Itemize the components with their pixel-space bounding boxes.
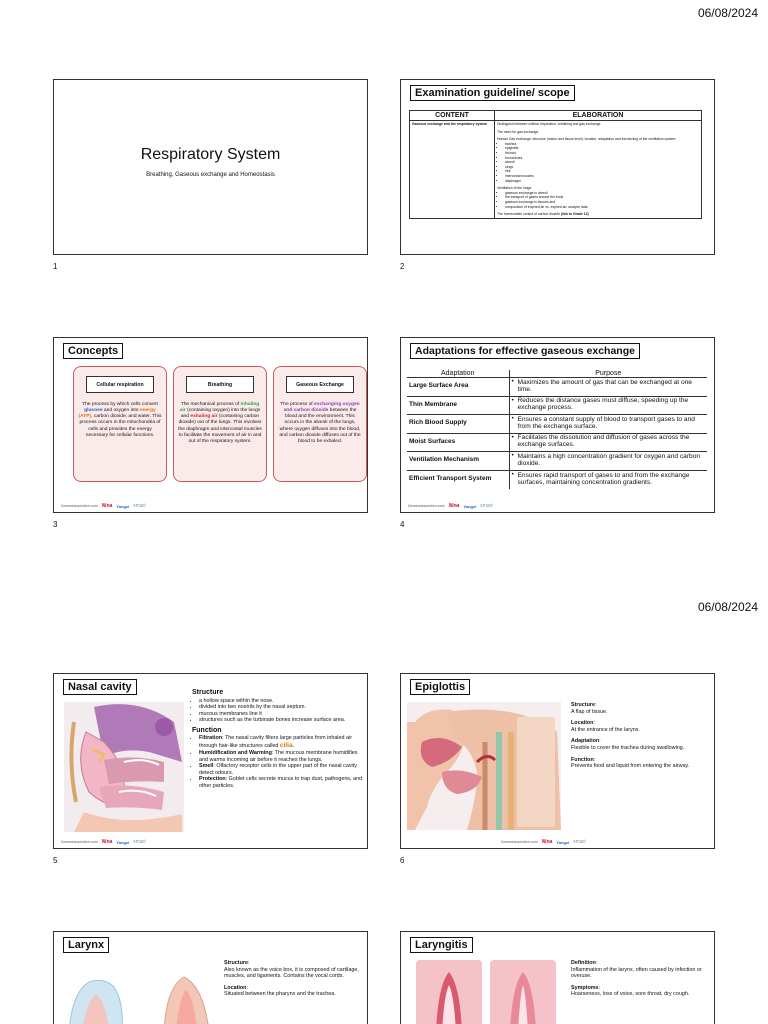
slide-number-6: 6 bbox=[400, 856, 405, 865]
slide-3: Concepts Cellular respiration The proces… bbox=[53, 337, 368, 513]
exam-guideline-table: CONTENT ELABORATION Gaseous exchange and… bbox=[409, 110, 702, 219]
laryngitis-text: Definition:Inflammation of the larynx, o… bbox=[571, 960, 702, 998]
list-item: gaseous exchange in tissues and bbox=[505, 200, 699, 205]
slide-heading: Examination guideline/ scope bbox=[410, 85, 575, 101]
page-date-2: 06/08/2024 bbox=[697, 600, 758, 614]
list-item: composition of inspired air vs. expired … bbox=[505, 205, 699, 210]
slide-number-4: 4 bbox=[400, 520, 405, 529]
table-row: Thin MembraneReduces the distance gases … bbox=[407, 395, 707, 415]
column-header-purpose: Purpose bbox=[509, 370, 707, 378]
larynx-text: Structure:Also known as the voice box, i… bbox=[224, 960, 359, 998]
slide-heading: Epiglottis bbox=[410, 679, 471, 695]
slide-7: Larynx Structure:Also known as the voice… bbox=[53, 931, 368, 1024]
table-row: Rich Blood SupplyEnsures a constant supp… bbox=[407, 414, 707, 433]
table-row: Ventilation MechanismMaintains a high co… bbox=[407, 451, 707, 470]
concept-title: Breathing bbox=[186, 376, 254, 393]
slide-heading: Nasal cavity bbox=[63, 679, 137, 695]
function-list: Filtration: The nasal cavity filters lar… bbox=[192, 735, 362, 789]
list-item: the transport of gases around the body bbox=[505, 195, 699, 200]
slide-subtitle: Breathing, Gaseous exchange and Homeosta… bbox=[146, 172, 275, 178]
slide-5: Nasal cavity Structure a hollow space wi… bbox=[53, 673, 368, 849]
slide-heading: Larynx bbox=[63, 937, 110, 953]
elab-intro: Distinguish between cellular respiration… bbox=[497, 122, 601, 126]
list-item: ribs bbox=[505, 169, 699, 174]
concept-body: The mechanical process of inhaling air (… bbox=[178, 402, 262, 444]
elab-need: The need for gas exchange bbox=[497, 129, 539, 134]
list-item: structures such as the turbinate bones i… bbox=[199, 717, 362, 724]
content-cell: Gaseous exchange and the respiratory sys… bbox=[409, 120, 495, 219]
larynx-illustration bbox=[64, 972, 214, 1024]
slide-heading: Laryngitis bbox=[410, 937, 473, 953]
elab-homeostatic: The homeostatic control of carbon dioxid… bbox=[497, 212, 589, 217]
slide-number-3: 3 bbox=[53, 520, 58, 529]
concept-body: The process of exchanging oxygen and car… bbox=[279, 402, 361, 444]
concept-box-breathing: Breathing The mechanical process of inha… bbox=[173, 366, 267, 482]
nasal-cavity-illustration bbox=[64, 702, 184, 832]
nasal-cavity-text: Structure a hollow space within the nose… bbox=[192, 689, 362, 790]
list-item: gaseous exchange in alveoli bbox=[505, 191, 699, 196]
list-item: Smell: Olfactory receptor cells in the u… bbox=[199, 763, 362, 776]
list-item: Humidification and Warming: The mucous m… bbox=[199, 750, 362, 763]
list-item: diaphragm bbox=[505, 179, 699, 184]
list-item: mucous membranes line it bbox=[199, 711, 362, 718]
slide-1: Respiratory System Breathing, Gaseous ex… bbox=[53, 79, 368, 255]
concept-box-cellular-respiration: Cellular respiration The process by whic… bbox=[73, 366, 167, 482]
epiglottis-text: Structure:A flap of tissue. Location:At … bbox=[571, 702, 690, 770]
elab-ventilation: Ventilation of the lungs: bbox=[497, 186, 533, 191]
slide-heading: Concepts bbox=[63, 343, 124, 359]
slide-number-2: 2 bbox=[400, 262, 405, 271]
ventilation-list: gaseous exchange in alveoli the transpor… bbox=[497, 191, 699, 209]
epiglottis-illustration bbox=[407, 702, 561, 830]
table-row: Efficient Transport SystemEnsures rapid … bbox=[407, 469, 707, 489]
table-row: Moist SurfacesFacilitates the dissolutio… bbox=[407, 432, 707, 452]
concept-title: Cellular respiration bbox=[86, 376, 154, 393]
slide-2: Examination guideline/ scope CONTENT ELA… bbox=[400, 79, 715, 255]
page-date: 06/08/2024 bbox=[697, 6, 758, 20]
column-header-content: CONTENT bbox=[409, 110, 495, 121]
slide-heading: Adaptations for effective gaseous exchan… bbox=[410, 343, 640, 359]
slide-8: Laryngitis Definition:Inflammation of th… bbox=[400, 931, 715, 1024]
structure-heading: Structure bbox=[192, 689, 224, 696]
slide-number-1: 1 bbox=[53, 262, 58, 271]
structure-list: trachea epiglottis bronchi bronchioles a… bbox=[497, 142, 699, 183]
function-heading: Function bbox=[192, 726, 222, 734]
list-item: bronchioles bbox=[505, 156, 699, 161]
table-row: Large Surface AreaMaximizes the amount o… bbox=[407, 377, 707, 396]
concept-body: The process by which cells convert gluco… bbox=[78, 402, 162, 438]
column-header-elaboration: ELABORATION bbox=[494, 110, 702, 121]
concept-box-gaseous-exchange: Gaseous Exchange The process of exchangi… bbox=[273, 366, 367, 482]
list-item: lungs bbox=[505, 165, 699, 170]
list-item: alveoli bbox=[505, 160, 699, 165]
list-item: divided into two nostrils by the nasal s… bbox=[199, 704, 362, 711]
list-item: bronchi bbox=[505, 151, 699, 156]
elaboration-cell: Distinguish between cellular respiration… bbox=[494, 120, 702, 219]
slide-title: Respiratory System bbox=[140, 146, 281, 163]
list-item: epiglottis bbox=[505, 146, 699, 151]
column-header-adaptation: Adaptation bbox=[407, 370, 510, 378]
list-item: intercostal muscles bbox=[505, 174, 699, 179]
list-item: a hollow space within the nose. bbox=[199, 698, 362, 705]
adaptations-table: Adaptation Purpose Large Surface AreaMax… bbox=[407, 370, 707, 489]
concept-title: Gaseous Exchange bbox=[286, 376, 354, 393]
list-item: Protection: Goblet cells secrete mucus t… bbox=[199, 776, 362, 789]
list-item: trachea bbox=[505, 142, 699, 147]
list-item: Filtration: The nasal cavity filters lar… bbox=[199, 735, 362, 750]
slide-4: Adaptations for effective gaseous exchan… bbox=[400, 337, 715, 513]
slide-6: Epiglottis Structure:A flap of tissue. L… bbox=[400, 673, 715, 849]
elab-structure: Human Gas exchange: structure (macro and… bbox=[497, 137, 677, 142]
laryngitis-illustration bbox=[416, 960, 556, 1024]
slide-number-5: 5 bbox=[53, 856, 58, 865]
structure-list: a hollow space within the nose. divided … bbox=[192, 698, 362, 724]
